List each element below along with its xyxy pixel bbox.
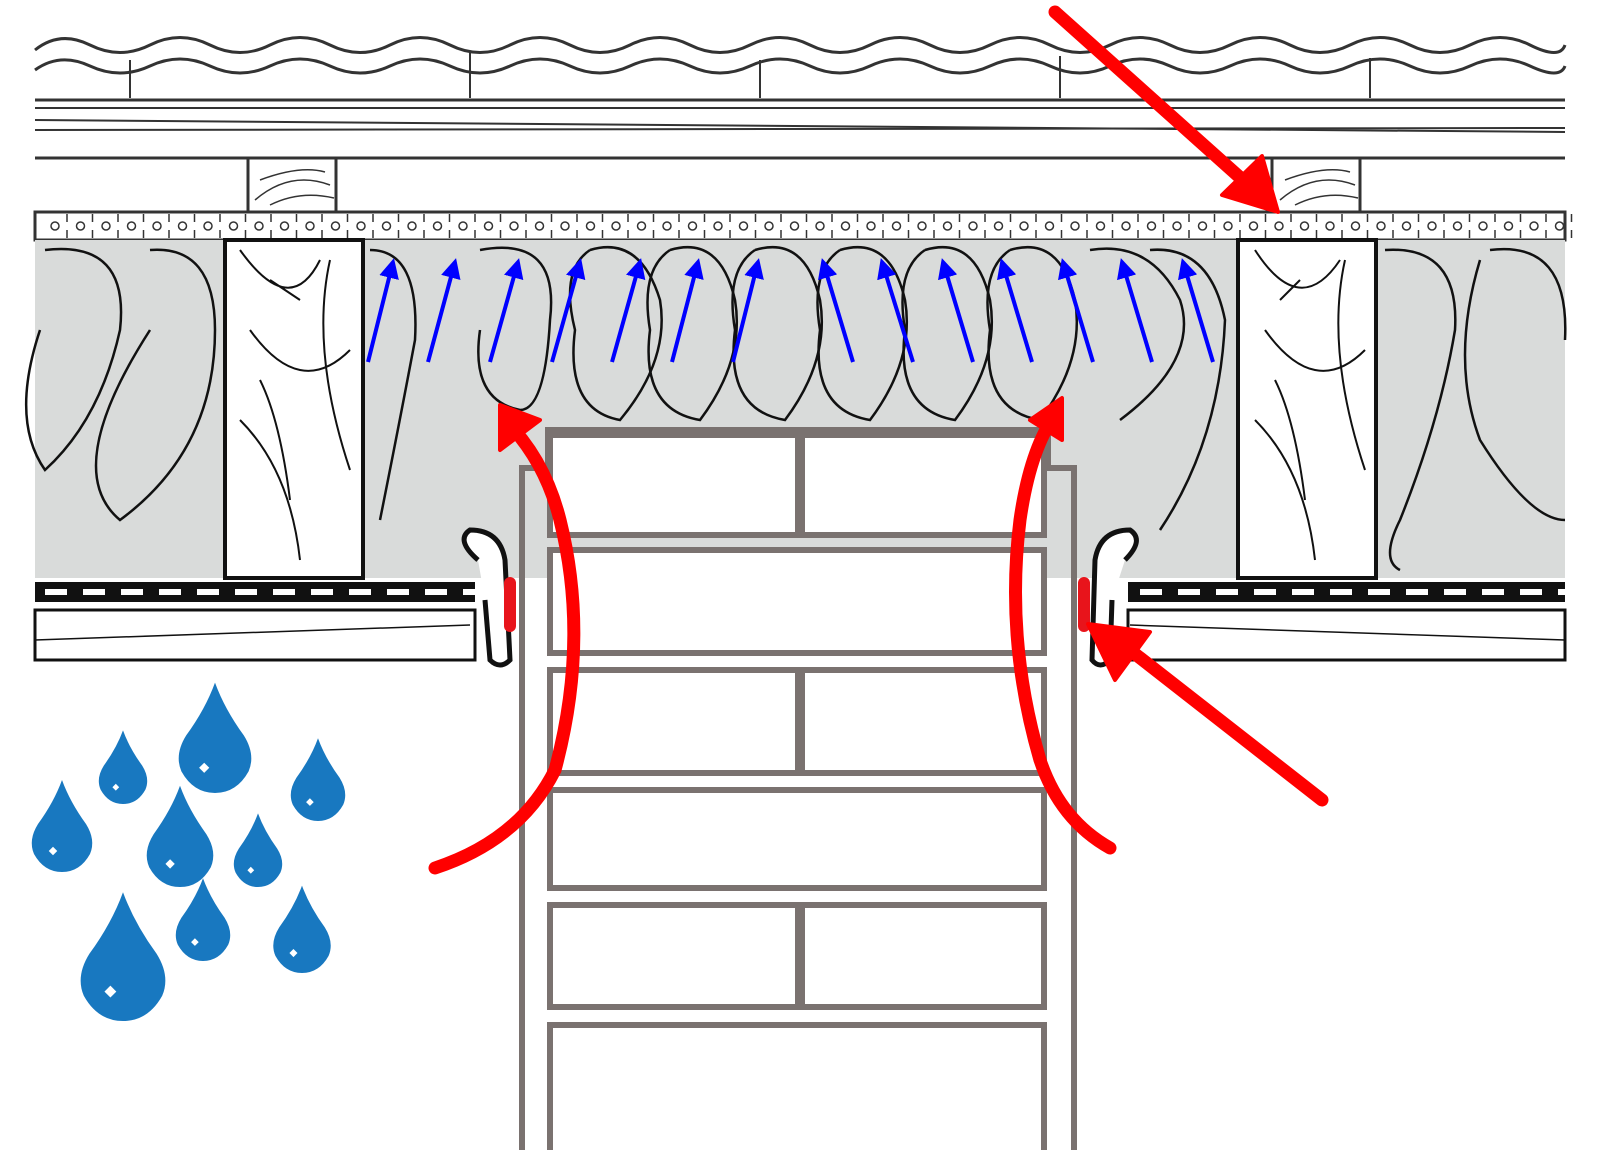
timber-battens xyxy=(246,156,1362,214)
vapour-arrow xyxy=(366,258,399,363)
brick-chimney xyxy=(519,427,1077,1150)
perforated-membrane xyxy=(33,210,1573,242)
water-drop xyxy=(31,780,93,872)
vapour-arrow xyxy=(818,258,855,363)
vapour-diffusion-arrows xyxy=(366,258,1215,363)
seal-clip-left xyxy=(461,527,516,668)
vapour-arrow xyxy=(1117,258,1154,363)
water-drop xyxy=(175,878,231,961)
airflow-arrow-topright xyxy=(1048,5,1252,189)
vapour-arrow xyxy=(610,258,646,363)
vapour-control-layer xyxy=(35,582,1580,602)
airflow-arrow-topright-head xyxy=(1220,154,1280,214)
batten-left xyxy=(246,156,338,214)
water-drop xyxy=(146,785,214,887)
vapour-arrow xyxy=(550,258,586,363)
water-drop xyxy=(233,813,283,887)
water-drop xyxy=(290,738,346,821)
airflow-arrow-right-head xyxy=(1028,396,1064,442)
airflow-arrow-left-head xyxy=(498,403,542,452)
vapour-arrow xyxy=(731,258,764,363)
water-drop xyxy=(98,730,148,804)
rafter-right xyxy=(1236,238,1378,580)
vapour-arrow xyxy=(426,258,461,363)
airflow-arrow-right xyxy=(1009,408,1117,855)
vapour-arrow xyxy=(877,258,915,363)
water-drop xyxy=(80,892,166,1021)
airflow-arrow-left xyxy=(428,413,581,875)
airflow-arrow-bottomright-head xyxy=(1086,622,1152,682)
vapour-arrow xyxy=(1058,258,1095,363)
airflow-arrows xyxy=(428,5,1329,875)
batten-right xyxy=(1270,156,1362,214)
water-drop xyxy=(178,682,252,793)
airflow-arrow-bottomright xyxy=(1123,643,1329,807)
vapour-arrow xyxy=(670,258,704,363)
vapour-arrow xyxy=(997,258,1034,363)
roof-tiles xyxy=(34,36,1567,160)
water-drop xyxy=(273,885,331,973)
vapour-arrow xyxy=(1178,258,1215,363)
ceiling-board xyxy=(33,608,1567,662)
vapour-arrow xyxy=(938,258,975,363)
water-drops xyxy=(31,682,346,1021)
vapour-arrow xyxy=(488,258,524,363)
rafters xyxy=(223,238,1378,580)
